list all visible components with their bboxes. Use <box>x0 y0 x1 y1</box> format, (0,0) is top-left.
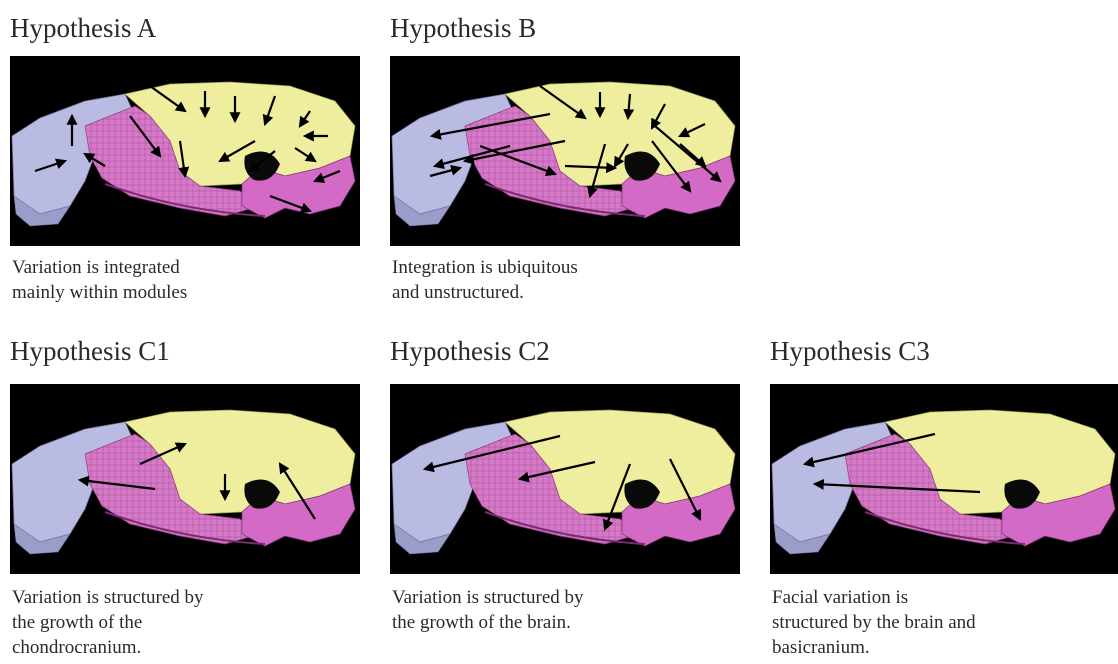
skull-svg <box>390 384 740 574</box>
panel-title: Hypothesis C1 <box>10 335 170 367</box>
caption-line: and unstructured. <box>392 280 578 305</box>
panel-title: Hypothesis C2 <box>390 335 550 367</box>
caption-line: structured by the brain and <box>772 610 976 635</box>
panel-hypothesis-b: Hypothesis B Integration is ubiquitous a… <box>390 12 740 312</box>
skull-diagram <box>10 56 360 246</box>
skull-svg <box>10 384 360 574</box>
caption-line: Facial variation is <box>772 585 976 610</box>
caption-line: basicranium. <box>772 635 976 660</box>
panel-caption: Variation is structured by the growth of… <box>12 585 204 660</box>
panel-hypothesis-c3: Hypothesis C3 Facial variation is struct… <box>770 335 1118 664</box>
skull-svg <box>10 56 360 246</box>
panel-title: Hypothesis B <box>390 12 536 44</box>
caption-line: the growth of the <box>12 610 204 635</box>
caption-line: Integration is ubiquitous <box>392 255 578 280</box>
skull-svg <box>390 56 740 246</box>
panel-hypothesis-a: Hypothesis A Variation is integrated mai… <box>10 12 360 312</box>
caption-line: the growth of the brain. <box>392 610 584 635</box>
panel-title: Hypothesis C3 <box>770 335 930 367</box>
panel-caption: Integration is ubiquitous and unstructur… <box>392 255 578 305</box>
panel-caption: Variation is integrated mainly within mo… <box>12 255 187 305</box>
skull-diagram <box>10 384 360 574</box>
caption-line: Variation is structured by <box>392 585 584 610</box>
panel-caption: Facial variation is structured by the br… <box>772 585 976 660</box>
skull-diagram <box>390 384 740 574</box>
skull-diagram <box>770 384 1118 574</box>
caption-line: Variation is integrated <box>12 255 187 280</box>
skull-svg <box>770 384 1118 574</box>
panel-hypothesis-c1: Hypothesis C1 Variation is structured by… <box>10 335 360 664</box>
caption-line: Variation is structured by <box>12 585 204 610</box>
panel-title: Hypothesis A <box>10 12 156 44</box>
caption-line: mainly within modules <box>12 280 187 305</box>
panel-caption: Variation is structured by the growth of… <box>392 585 584 635</box>
caption-line: chondrocranium. <box>12 635 204 660</box>
panel-hypothesis-c2: Hypothesis C2 Variation is structured by… <box>390 335 740 664</box>
skull-diagram <box>390 56 740 246</box>
